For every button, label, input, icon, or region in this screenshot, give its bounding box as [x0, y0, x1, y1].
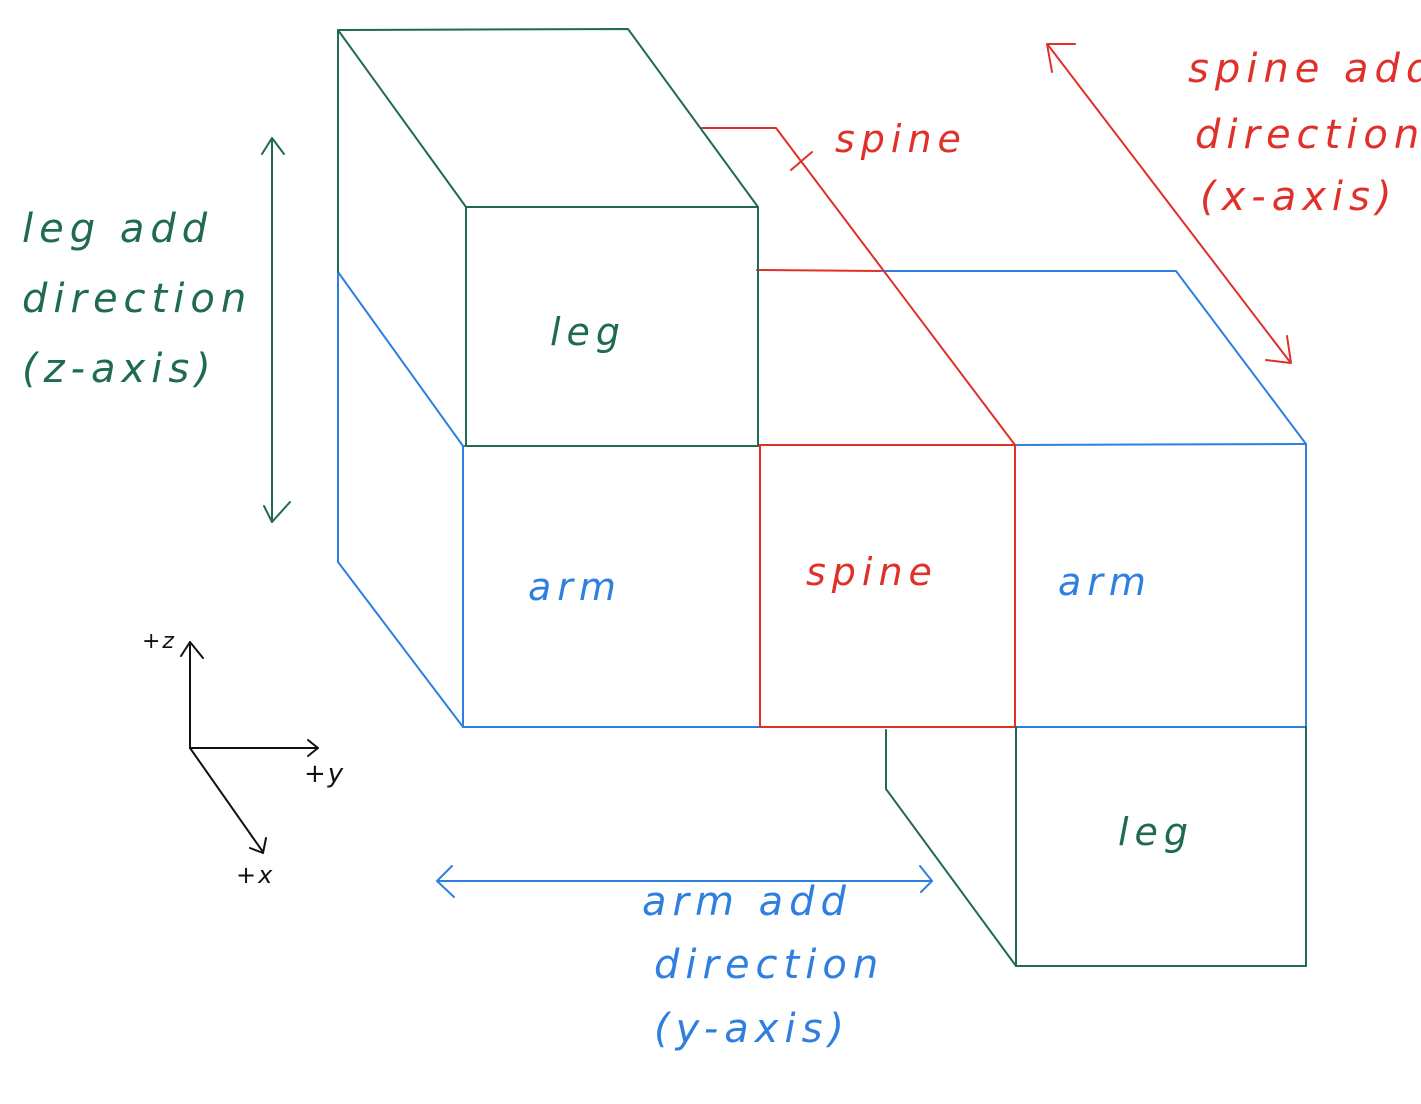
spine-arrow-head-front — [1265, 335, 1292, 364]
arm-left-bottom-depth-edge — [337, 561, 464, 728]
arm-arrow-head-right — [919, 865, 933, 893]
leg-direction-arrow — [261, 137, 291, 523]
spine-direction-line-2: direction — [1195, 112, 1421, 158]
arm-direction-line-2: direction — [654, 942, 884, 988]
leg-direction-line-1: leg add — [22, 206, 213, 252]
spine-top-back-edge — [756, 269, 881, 272]
spine-callout-label: spine — [835, 117, 967, 161]
spine-back-top-edge — [701, 127, 1016, 446]
axes-indicator — [180, 641, 319, 854]
arm-arrow-head-left — [436, 865, 455, 898]
spine-direction-arrow — [1046, 43, 1292, 364]
arm-block-right — [879, 270, 1307, 728]
leg-bottom-depth-edges — [885, 729, 1017, 967]
leg-top-depth-edge — [337, 29, 467, 208]
spine-front-label: spine — [806, 550, 938, 594]
y-axis-arrowhead — [307, 739, 319, 757]
arm-right-top-back-edges — [879, 270, 1307, 445]
spine-arrow-head-back — [1046, 43, 1076, 73]
leg-block-bottom — [885, 726, 1307, 967]
leg-direction-line-3: (z-axis) — [22, 346, 217, 392]
spine-arrow-shaft — [1047, 44, 1291, 363]
arm-left-label: arm — [528, 565, 622, 609]
leg-block-top — [337, 28, 759, 447]
leg-arrow-head-up — [261, 137, 285, 155]
arm-direction-arrow — [436, 865, 933, 898]
leg-direction-line-2: direction — [22, 276, 252, 322]
leg-top-back-edges — [337, 28, 759, 273]
x-axis-arrowhead — [249, 837, 267, 854]
arm-direction-line-1: arm add — [642, 879, 852, 925]
spine-block — [701, 127, 1016, 728]
spine-direction-line-3: (x-axis) — [1200, 174, 1397, 220]
spine-front-face — [759, 444, 1016, 728]
arm-right-top-front-edge — [1014, 443, 1307, 446]
arm-right-label: arm — [1058, 560, 1152, 604]
leg-top-label: leg — [550, 310, 626, 354]
leg-arrow-head-down — [263, 501, 291, 523]
spine-direction-line-1: spine add — [1188, 46, 1421, 92]
z-axis-arrowhead — [180, 641, 204, 659]
x-axis-line — [189, 747, 264, 853]
leg-bottom-label: leg — [1118, 810, 1194, 854]
arm-block-left — [337, 271, 761, 728]
z-axis-label: +z — [142, 629, 176, 654]
arm-direction-line-3: (y-axis) — [654, 1006, 850, 1052]
y-axis-label: +y — [304, 759, 345, 789]
spine-callout-tick — [790, 151, 813, 171]
arm-left-top-edges — [337, 271, 761, 447]
x-axis-label: +x — [236, 861, 274, 889]
